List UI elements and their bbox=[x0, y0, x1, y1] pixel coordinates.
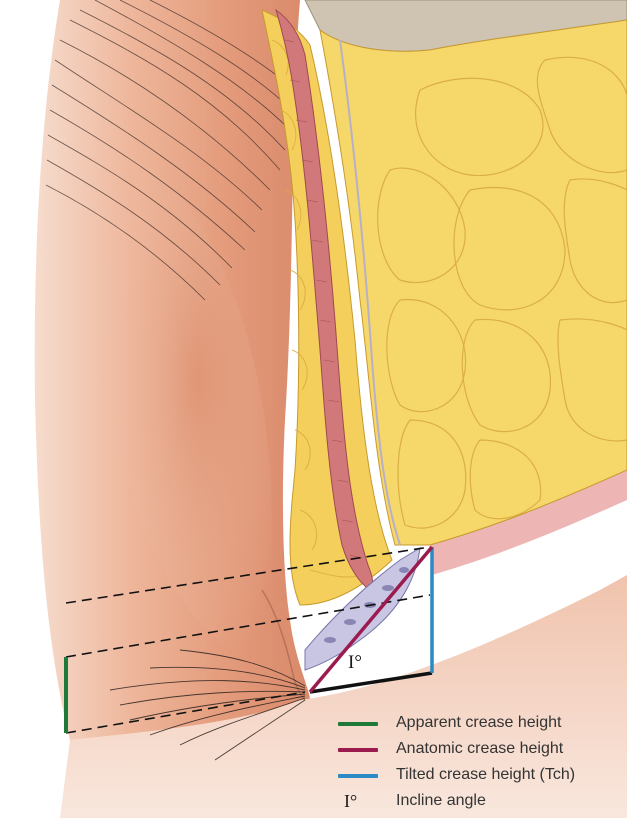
incline-angle-label: I° bbox=[348, 652, 362, 673]
legend-item-anatomic: Anatomic crease height bbox=[338, 737, 627, 763]
legend-label: Tilted crease height (Tch) bbox=[396, 766, 575, 784]
legend-item-incline: I° Incline angle bbox=[338, 789, 627, 815]
legend-swatch-magenta bbox=[338, 748, 378, 752]
legend-label: Anatomic crease height bbox=[396, 740, 563, 758]
legend-swatch-green bbox=[338, 722, 378, 726]
legend: Apparent crease height Anatomic crease h… bbox=[338, 711, 627, 815]
legend-label: Apparent crease height bbox=[396, 714, 561, 732]
legend-label: Incline angle bbox=[396, 792, 486, 810]
legend-item-apparent: Apparent crease height bbox=[338, 711, 627, 737]
legend-swatch-blue bbox=[338, 774, 378, 778]
legend-item-tilted: Tilted crease height (Tch) bbox=[338, 763, 627, 789]
legend-incline-symbol: I° bbox=[344, 791, 357, 812]
